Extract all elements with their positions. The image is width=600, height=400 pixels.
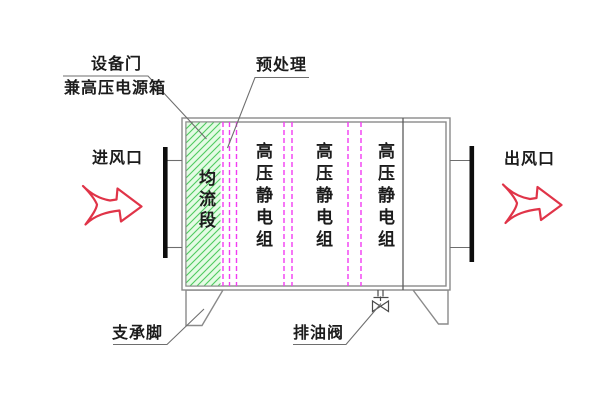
label-air-inlet: 进风口: [92, 150, 144, 167]
support-leg-right: [411, 289, 449, 325]
inlet-flow-arrow-icon: [81, 184, 143, 226]
leader-drain-valve: [293, 303, 382, 346]
main-box-outer-wall: [181, 117, 451, 291]
label-power-box: 兼高压电源箱: [64, 80, 167, 97]
hv-unit-separator-2: [347, 122, 362, 286]
outlet-flange: [450, 146, 475, 262]
label-pretreatment: 预处理: [256, 57, 308, 74]
label-flow-equalization-section: 均流段: [196, 169, 215, 232]
label-drain-valve: 排油阀: [293, 325, 345, 342]
label-support-foot: 支承脚: [112, 325, 164, 342]
label-hv-electrostatic-unit-1: 高压静电组: [253, 142, 272, 252]
label-hv-electrostatic-unit-2: 高压静电组: [313, 142, 332, 252]
leader-equipment-door: [63, 75, 207, 140]
outlet-flow-arrow-icon: [501, 183, 563, 225]
flow-equalization-hatch: [186, 122, 221, 286]
label-hv-electrostatic-unit-3: 高压静电组: [375, 142, 394, 252]
pretreatment-dashed-lines: [222, 122, 238, 286]
main-box-inner-wall: [185, 121, 447, 287]
drain-valve-icon: [371, 290, 390, 313]
inlet-flange: [163, 147, 182, 258]
leader-pretreatment: [226, 76, 309, 149]
label-equipment-door: 设备门: [91, 56, 143, 73]
support-leg-left: [185, 289, 225, 327]
leader-support-foot: [113, 308, 205, 346]
hv-unit-separator-1: [283, 122, 293, 286]
label-air-outlet: 出风口: [504, 151, 556, 168]
